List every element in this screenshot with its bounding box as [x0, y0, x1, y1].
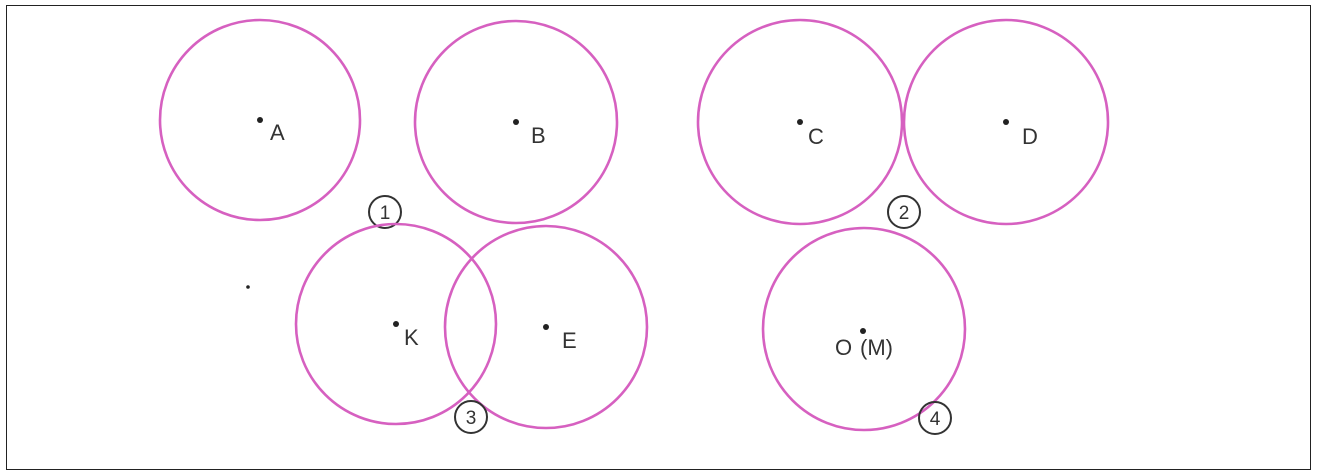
label-c: C	[808, 124, 824, 149]
figure-4: O (M) 4	[761, 226, 967, 435]
center-point-b	[513, 119, 519, 125]
circle-b	[413, 19, 619, 225]
label-e: E	[562, 328, 577, 353]
figure-number-3: 3	[466, 408, 477, 429]
circle-c	[696, 18, 904, 226]
figure-1: A B 1	[158, 18, 619, 229]
figure-number-badge-3	[454, 400, 488, 434]
figure-number-badge-1	[368, 195, 402, 229]
circle-a	[158, 18, 362, 222]
center-point-o	[860, 328, 866, 334]
figure-number-badge-4	[918, 401, 952, 435]
label-k: K	[404, 325, 419, 350]
center-point-e	[543, 324, 549, 330]
label-a: A	[270, 120, 285, 145]
label-o: O	[835, 335, 852, 360]
stray-dot	[246, 285, 250, 289]
center-point-a	[257, 117, 263, 123]
center-point-k	[393, 321, 399, 327]
circle-d	[902, 18, 1110, 226]
label-b: B	[531, 123, 546, 148]
circle-k	[294, 222, 498, 426]
figure-number-badge-2	[887, 195, 921, 229]
figure-number-2: 2	[899, 203, 910, 224]
figure-3: K E 3	[294, 222, 649, 434]
center-point-d	[1003, 119, 1009, 125]
label-m: (M)	[860, 335, 893, 360]
figure-2: C D 2	[696, 18, 1110, 229]
circle-e	[443, 224, 649, 430]
diagram-frame	[6, 5, 1311, 470]
figure-number-4: 4	[930, 409, 941, 430]
circle-o	[761, 226, 967, 432]
label-d: D	[1022, 124, 1038, 149]
figure-number-1: 1	[380, 203, 391, 224]
center-point-c	[797, 119, 803, 125]
